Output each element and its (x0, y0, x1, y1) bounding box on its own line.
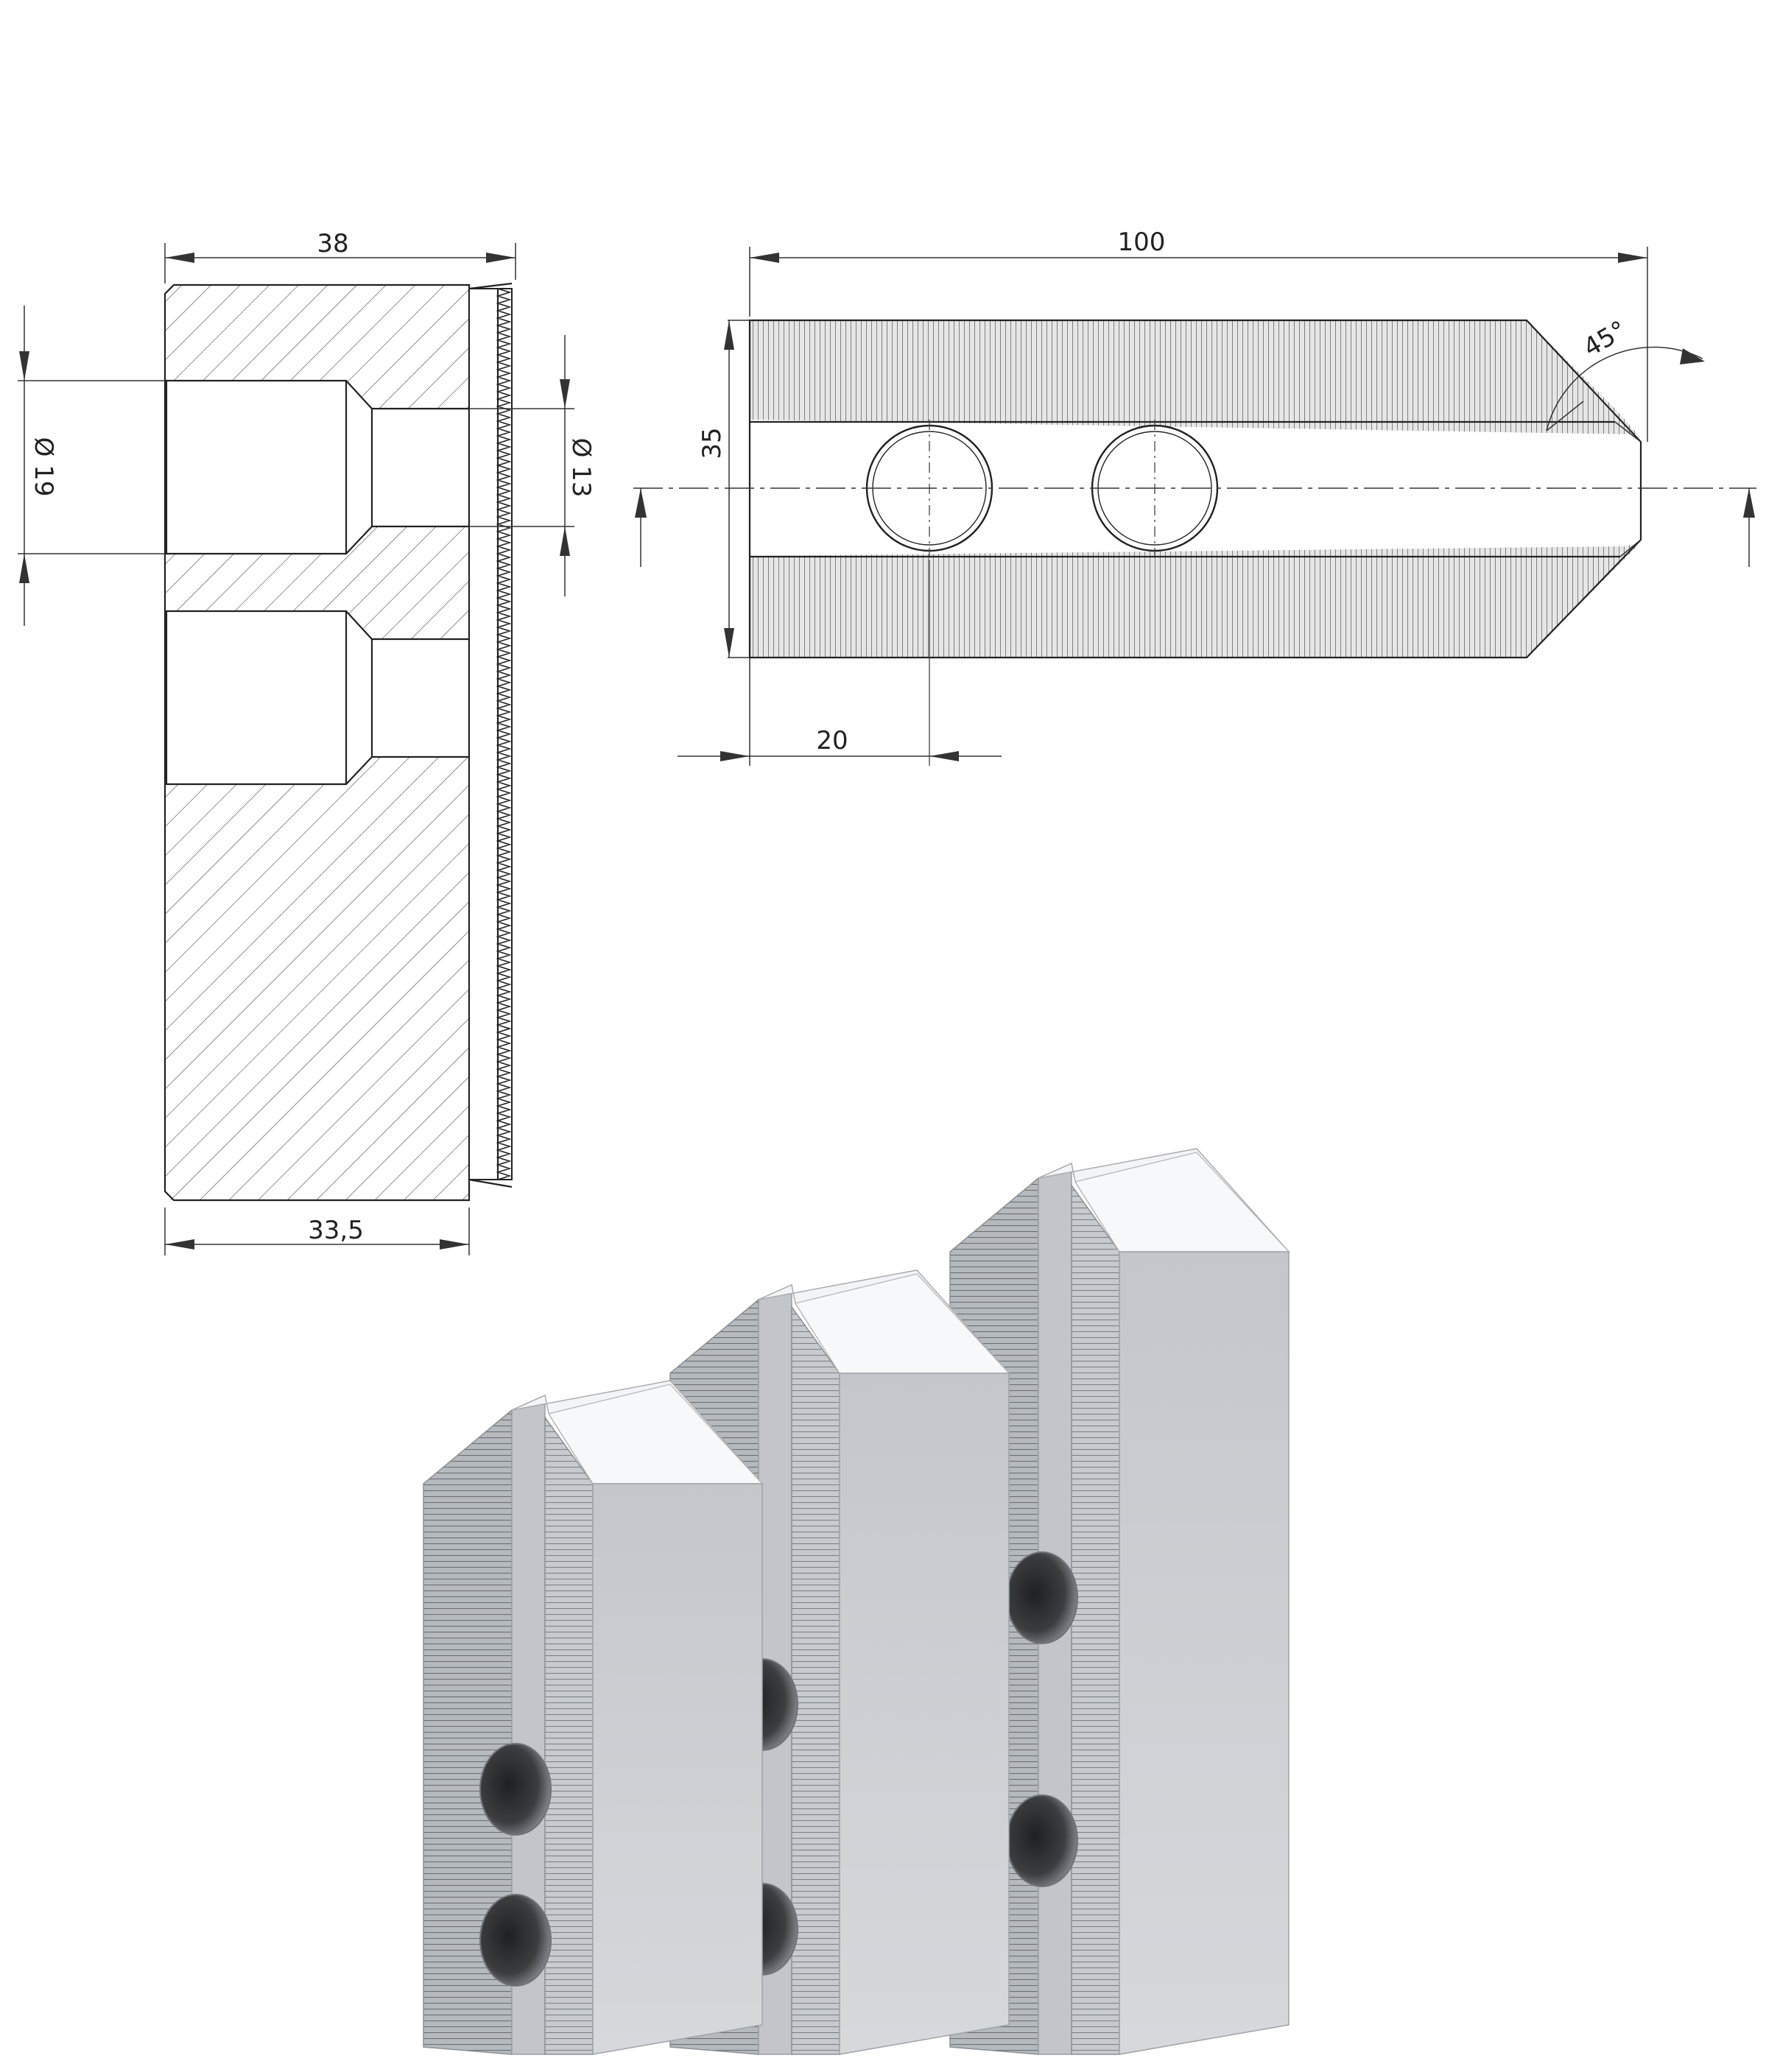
jaw-2-right-serration (791, 1305, 840, 2055)
dim-35-label: 35 (697, 427, 727, 459)
side-bottom-serration (750, 545, 1639, 658)
jaw-3-hole-2 (479, 1894, 552, 1987)
dim-dia13-label: Ø 13 (566, 438, 596, 498)
jaw-1-hole-1 (1006, 1551, 1078, 1644)
jaw-1-hole-2 (1006, 1794, 1078, 1887)
jaw-1-front-face (1119, 1251, 1290, 2055)
jaw-3-hole-1 (479, 1743, 552, 1836)
side-top-serration (750, 320, 1638, 434)
serrated-strip (468, 288, 513, 1180)
dim-33-5-label: 33,5 (308, 1216, 364, 1245)
dim-dia19-label: Ø 19 (29, 437, 58, 497)
jaw-2-front-face (839, 1372, 1010, 2055)
angle-arc (1546, 346, 1703, 431)
serration-teeth (496, 288, 512, 1180)
jaw-3-right-serration (544, 1415, 594, 2055)
jaw-1-right-serration (1071, 1183, 1120, 2055)
render-3d-jaws (423, 1148, 1290, 2055)
dim-100-label: 100 (1118, 228, 1166, 257)
dim-45-label: 45° (1578, 315, 1631, 363)
section-outline (163, 283, 471, 1202)
side-view: 100 35 20 45° (633, 228, 1756, 766)
dim-20-label: 20 (816, 726, 848, 755)
section-view: 38 33,5 Ø 19 Ø 13 (18, 229, 596, 1255)
jaw-3-front-face (592, 1483, 763, 2055)
dim-38-label: 38 (317, 229, 348, 258)
